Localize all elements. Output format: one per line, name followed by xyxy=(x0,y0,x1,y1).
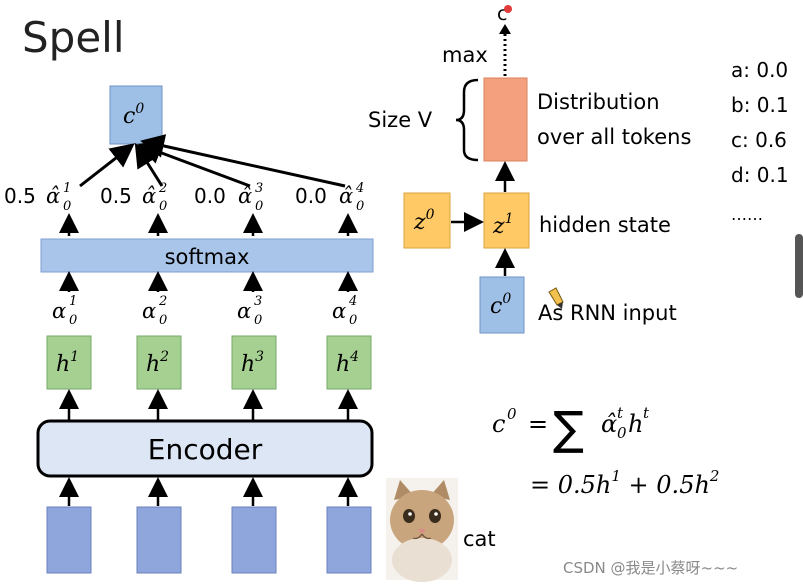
weight-label-3: 0.0 α̂ 3 0 xyxy=(194,181,263,214)
weight-label-1: 0.5 α̂ 1 0 xyxy=(4,181,71,214)
hidden-box-3: h3 xyxy=(231,335,277,390)
svg-text:3: 3 xyxy=(254,294,262,309)
svg-text:= 0.5h1 + 0.5h2: = 0.5h1 + 0.5h2 xyxy=(530,467,719,499)
svg-text:0.5: 0.5 xyxy=(100,184,132,208)
cat-image xyxy=(386,478,458,582)
alpha-label-4: α 4 0 xyxy=(332,294,357,328)
z0-label: z0 xyxy=(413,207,435,235)
input-frame-3 xyxy=(231,506,277,574)
svg-text:α: α xyxy=(332,299,346,323)
size-label: Size V xyxy=(368,108,433,132)
svg-text:t: t xyxy=(617,404,624,422)
rnn-input-vector-label: c0 xyxy=(490,291,511,319)
output-char: c xyxy=(497,3,507,25)
rnn-input-label: As RNN input xyxy=(538,301,677,325)
svg-text:α̂: α̂ xyxy=(339,184,353,208)
svg-text:1: 1 xyxy=(69,294,77,309)
svg-text:α̂: α̂ xyxy=(46,184,60,208)
svg-text:0: 0 xyxy=(63,199,71,214)
alpha-label-3: α 3 0 xyxy=(237,294,262,328)
rnn-input-box xyxy=(479,276,525,334)
max-label: max xyxy=(442,43,488,67)
svg-text:0: 0 xyxy=(254,313,262,328)
svg-text:h: h xyxy=(628,410,643,438)
svg-text:α̂: α̂ xyxy=(238,184,252,208)
prob-a: a: 0.0 xyxy=(731,58,788,82)
pointer-dot xyxy=(504,5,512,13)
svg-text:0: 0 xyxy=(69,313,77,328)
svg-text:1: 1 xyxy=(63,181,71,196)
pen-cursor-icon xyxy=(548,287,564,309)
weight-arrow-1 xyxy=(79,143,135,188)
distribution-line2: over all tokens xyxy=(537,125,691,149)
softmax-bar xyxy=(40,238,374,273)
svg-text:=: = xyxy=(528,410,548,438)
scrollbar-handle[interactable] xyxy=(795,234,803,298)
svg-text:0.0: 0.0 xyxy=(194,184,226,208)
svg-text:0.5: 0.5 xyxy=(4,184,36,208)
weight-label-2: 0.5 α̂ 2 0 xyxy=(100,181,167,214)
svg-text:0: 0 xyxy=(159,199,167,214)
svg-text:0: 0 xyxy=(255,199,263,214)
prob-c: c: 0.6 xyxy=(731,128,787,152)
hidden-box-4: h4 xyxy=(326,335,372,390)
svg-text:∑: ∑ xyxy=(553,401,584,455)
svg-text:h2: h2 xyxy=(146,349,169,377)
cat-label: cat xyxy=(463,527,496,551)
softmax-label: softmax xyxy=(165,245,250,269)
svg-text:α: α xyxy=(142,299,156,323)
svg-text:2: 2 xyxy=(158,294,167,309)
watermark: CSDN @我是小蔡呀~~~ xyxy=(563,559,738,577)
svg-text:0: 0 xyxy=(617,424,627,442)
svg-text:0: 0 xyxy=(349,313,357,328)
svg-text:4: 4 xyxy=(348,294,357,309)
svg-text:3: 3 xyxy=(255,181,263,196)
svg-text:h1: h1 xyxy=(56,349,79,377)
hidden-box-2: h2 xyxy=(136,335,182,390)
distribution-box xyxy=(483,77,528,162)
slide-title: Spell xyxy=(22,13,125,62)
svg-text:0: 0 xyxy=(159,313,167,328)
svg-text:t: t xyxy=(643,404,650,422)
input-frame-1 xyxy=(46,506,92,574)
svg-text:α̂: α̂ xyxy=(142,184,156,208)
encoder-label: Encoder xyxy=(148,433,263,466)
prob-b: b: 0.1 xyxy=(731,93,789,117)
svg-text:h3: h3 xyxy=(241,349,264,377)
weight-label-4: 0.0 α̂ 4 0 xyxy=(295,181,364,214)
z0-box xyxy=(403,192,451,249)
svg-text:c: c xyxy=(492,410,505,438)
formula-line1: c 0 = ∑ α̂ t 0 h t xyxy=(492,401,650,455)
alpha-label-2: α 2 0 xyxy=(142,294,167,328)
alpha-label-1: α 1 0 xyxy=(52,294,77,328)
hidden-state-label: hidden state xyxy=(539,213,671,237)
svg-text:α: α xyxy=(237,299,251,323)
max-arrow-head xyxy=(499,24,511,34)
context-vector-label: c0 xyxy=(123,101,144,129)
size-brace xyxy=(455,78,479,162)
prob-ellipsis: …… xyxy=(731,205,763,224)
svg-text:α: α xyxy=(52,299,66,323)
svg-text:2: 2 xyxy=(158,181,167,196)
hidden-box-1: h1 xyxy=(46,335,92,390)
svg-text:h4: h4 xyxy=(336,349,359,377)
formula-line2: = 0.5h1 + 0.5h2 xyxy=(530,467,719,499)
distribution-line1: Distribution xyxy=(537,90,660,114)
input-frame-4 xyxy=(326,506,372,574)
svg-text:α̂: α̂ xyxy=(601,410,617,438)
svg-text:0: 0 xyxy=(507,405,517,423)
svg-text:4: 4 xyxy=(355,181,364,196)
weight-arrow-4 xyxy=(140,134,346,188)
z1-label: z1 xyxy=(492,211,514,239)
svg-text:0.0: 0.0 xyxy=(295,184,327,208)
prob-d: d: 0.1 xyxy=(731,163,789,187)
input-frame-2 xyxy=(136,506,182,574)
svg-text:0: 0 xyxy=(356,199,364,214)
encoder-block xyxy=(36,419,374,478)
